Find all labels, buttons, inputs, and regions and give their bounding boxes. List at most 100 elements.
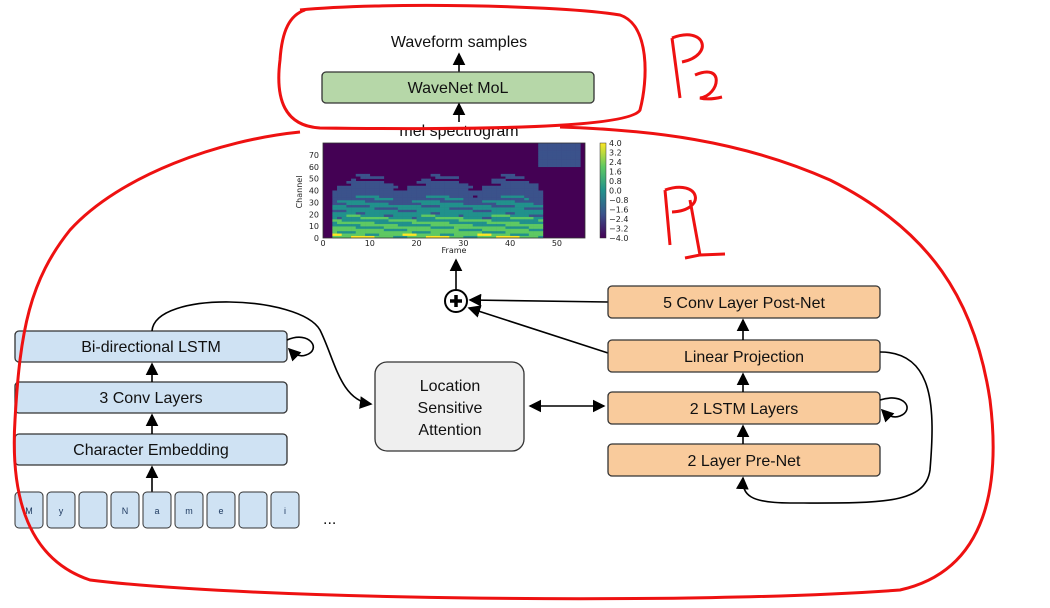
heatmap-cell [468, 219, 474, 222]
heatmap-cell [496, 230, 502, 234]
heatmap-cell [561, 150, 567, 153]
heatmap-cell [365, 228, 371, 232]
heatmap-cell [430, 228, 436, 232]
heatmap-cell [337, 192, 343, 196]
heatmap-cell [355, 233, 361, 236]
heatmap-cell [355, 173, 361, 177]
heatmap-cell [351, 192, 357, 196]
heatmap-cell [482, 188, 488, 191]
heatmap-cell [524, 219, 530, 222]
heatmap-cell [402, 200, 408, 203]
heatmap-cell [421, 214, 427, 217]
heatmap-cell [482, 226, 488, 229]
heatmap-cell [407, 235, 413, 239]
heatmap-cell [458, 207, 464, 210]
heatmap-cell [538, 192, 544, 196]
heatmap-cell [360, 188, 366, 191]
heatmap-cell [397, 192, 403, 196]
heatmap-cell [337, 233, 343, 236]
heatmap-cell [533, 219, 539, 222]
heatmap-cell [533, 197, 539, 201]
heatmap-cell [468, 209, 474, 213]
heatmap-cell [482, 216, 488, 220]
heatmap-cell [393, 221, 399, 225]
heatmap-cell [519, 192, 525, 196]
heatmap-cell [538, 164, 544, 168]
heatmap-cell [500, 230, 506, 234]
heatmap-cell [430, 214, 436, 217]
heatmap-cell [500, 183, 506, 187]
heatmap-cell [556, 154, 562, 158]
heatmap-cell [505, 181, 511, 184]
heatmap-cell [435, 216, 441, 220]
heatmap-cell [449, 211, 455, 215]
heatmap-cell [388, 195, 394, 198]
heatmap-cell [397, 209, 403, 213]
heatmap-cell [538, 154, 544, 158]
heatmap-cell [514, 197, 520, 201]
heatmap-cell [411, 204, 417, 208]
heatmap-cell [575, 164, 581, 168]
heatmap-cell [566, 152, 572, 156]
heatmap-cell [383, 223, 389, 227]
heatmap-cell [402, 211, 408, 215]
heatmap-cell [519, 211, 525, 215]
heatmap-cell [463, 230, 469, 234]
heatmap-cell [411, 202, 417, 206]
heatmap-cell [341, 216, 347, 220]
heatmap-cell [477, 211, 483, 215]
heatmap-cell [538, 162, 544, 165]
heatmap-cell [486, 195, 492, 198]
heatmap-cell [374, 216, 380, 220]
heatmap-cell [482, 230, 488, 234]
heatmap-cell [514, 200, 520, 203]
heatmap-cell [425, 219, 431, 222]
heatmap-cell [407, 226, 413, 229]
heatmap-cell [524, 183, 530, 187]
heatmap-cell [435, 181, 441, 184]
heatmap-cell [463, 221, 469, 225]
heatmap-cell [449, 230, 455, 234]
heatmap-cell [439, 200, 445, 203]
heatmap-cell [388, 197, 394, 201]
heatmap-cell [524, 197, 530, 201]
heatmap-cell [566, 159, 572, 163]
heatmap-cell [439, 209, 445, 213]
heatmap-cell [439, 185, 445, 189]
heatmap-cell [491, 188, 497, 191]
heatmap-cell [369, 211, 375, 215]
heatmap-cell [468, 214, 474, 217]
heatmap-cell [505, 209, 511, 213]
heatmap-cell [393, 223, 399, 227]
heatmap-cell [472, 190, 478, 194]
heatmap-cell [505, 173, 511, 177]
heatmap-cell [491, 207, 497, 210]
heatmap-cell [439, 192, 445, 196]
heatmap-cell [430, 200, 436, 203]
heatmap-cell [416, 204, 422, 208]
heatmap-cell [454, 200, 459, 203]
heatmap-cell [454, 221, 459, 225]
heatmap-cell [449, 219, 455, 222]
y-tick-label: 20 [309, 210, 319, 219]
heatmap-cell [421, 230, 427, 234]
heatmap-cell [430, 192, 436, 196]
heatmap-cell [332, 235, 338, 239]
heatmap-cell [477, 219, 483, 222]
heatmap-cell [514, 211, 520, 215]
heatmap-cell [449, 209, 455, 213]
heatmap-cell [397, 214, 403, 217]
heatmap-cell [379, 221, 385, 225]
heatmap-cell [472, 211, 478, 215]
heatmap-cell [458, 219, 464, 222]
heatmap-cell [482, 235, 488, 239]
heatmap-cell [547, 145, 553, 149]
heatmap-cell [538, 204, 544, 208]
heatmap-cell [397, 200, 403, 203]
heatmap-cell [524, 185, 530, 189]
heatmap-cell [355, 183, 361, 187]
heatmap-cell [505, 190, 511, 194]
heatmap-cell [444, 230, 450, 234]
heatmap-cell [379, 176, 385, 179]
